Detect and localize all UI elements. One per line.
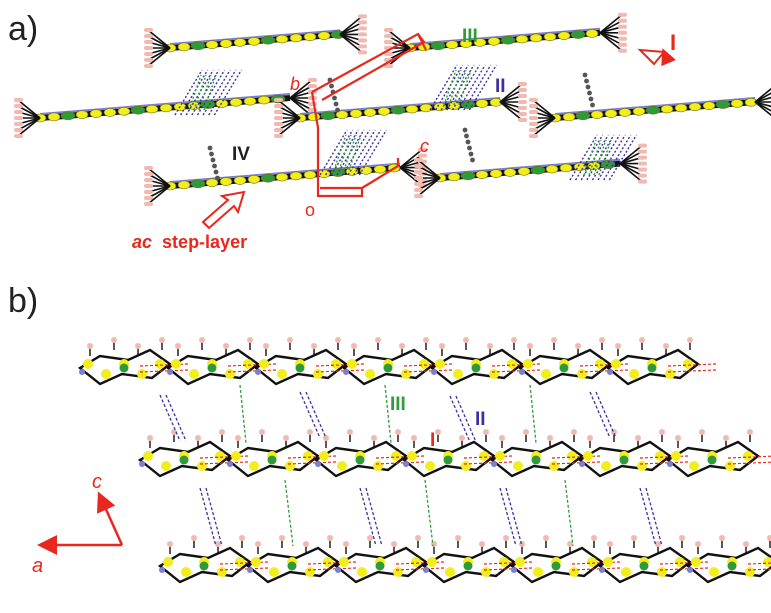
panel-a-chain — [144, 147, 427, 206]
panel-b-axis-c: c — [92, 471, 102, 493]
panel-a-axis-b: b — [290, 74, 300, 94]
panel-a-chain — [144, 14, 367, 68]
panel-a-axis-c: c — [420, 136, 429, 156]
panel-b-layer — [137, 429, 771, 478]
panel-b-axes — [37, 491, 124, 555]
panel-a-step-layer-arrow-icon — [201, 190, 246, 230]
panel-a-label-IV: IV — [232, 144, 250, 165]
panel-b-label: b) — [8, 282, 39, 320]
panel-a-chain — [274, 82, 527, 138]
panel-a-arrow-I — [637, 50, 664, 64]
panel-b-label-III: III — [390, 394, 406, 415]
panel-b-label-I: I — [430, 430, 435, 451]
panel-a-label-III: III — [462, 26, 478, 47]
panel-a-contacts — [174, 64, 637, 181]
panel-a-step-layer-prefix: ac — [132, 232, 152, 252]
panel-a-label-II: II — [495, 76, 506, 97]
panel-a-unit-cell — [310, 32, 427, 198]
panel-b-axis-a: a — [32, 555, 43, 577]
panel-a-label: a) — [8, 10, 39, 48]
panel-a-chain — [384, 12, 627, 68]
panel-a-chain — [14, 78, 317, 138]
panel-a-label-I: I — [670, 30, 676, 55]
panel-a-step-layer-label: ac step-layer — [132, 232, 247, 252]
panel-b-contacts — [159, 384, 663, 547]
panel-a-chain — [414, 143, 647, 198]
panel-a-chain — [529, 87, 771, 138]
panel-b-label-II: II — [475, 409, 486, 430]
panel-b-layer — [77, 337, 717, 386]
panel-a-step-layer-text: step-layer — [162, 232, 247, 252]
panel-b-axis-c-arrow — [97, 491, 124, 546]
panel-a-molecule-layers — [14, 12, 771, 206]
panel-b-layer — [157, 535, 771, 584]
panel-a-origin: o — [305, 200, 315, 220]
panel-b-molecule-layers — [77, 337, 771, 584]
